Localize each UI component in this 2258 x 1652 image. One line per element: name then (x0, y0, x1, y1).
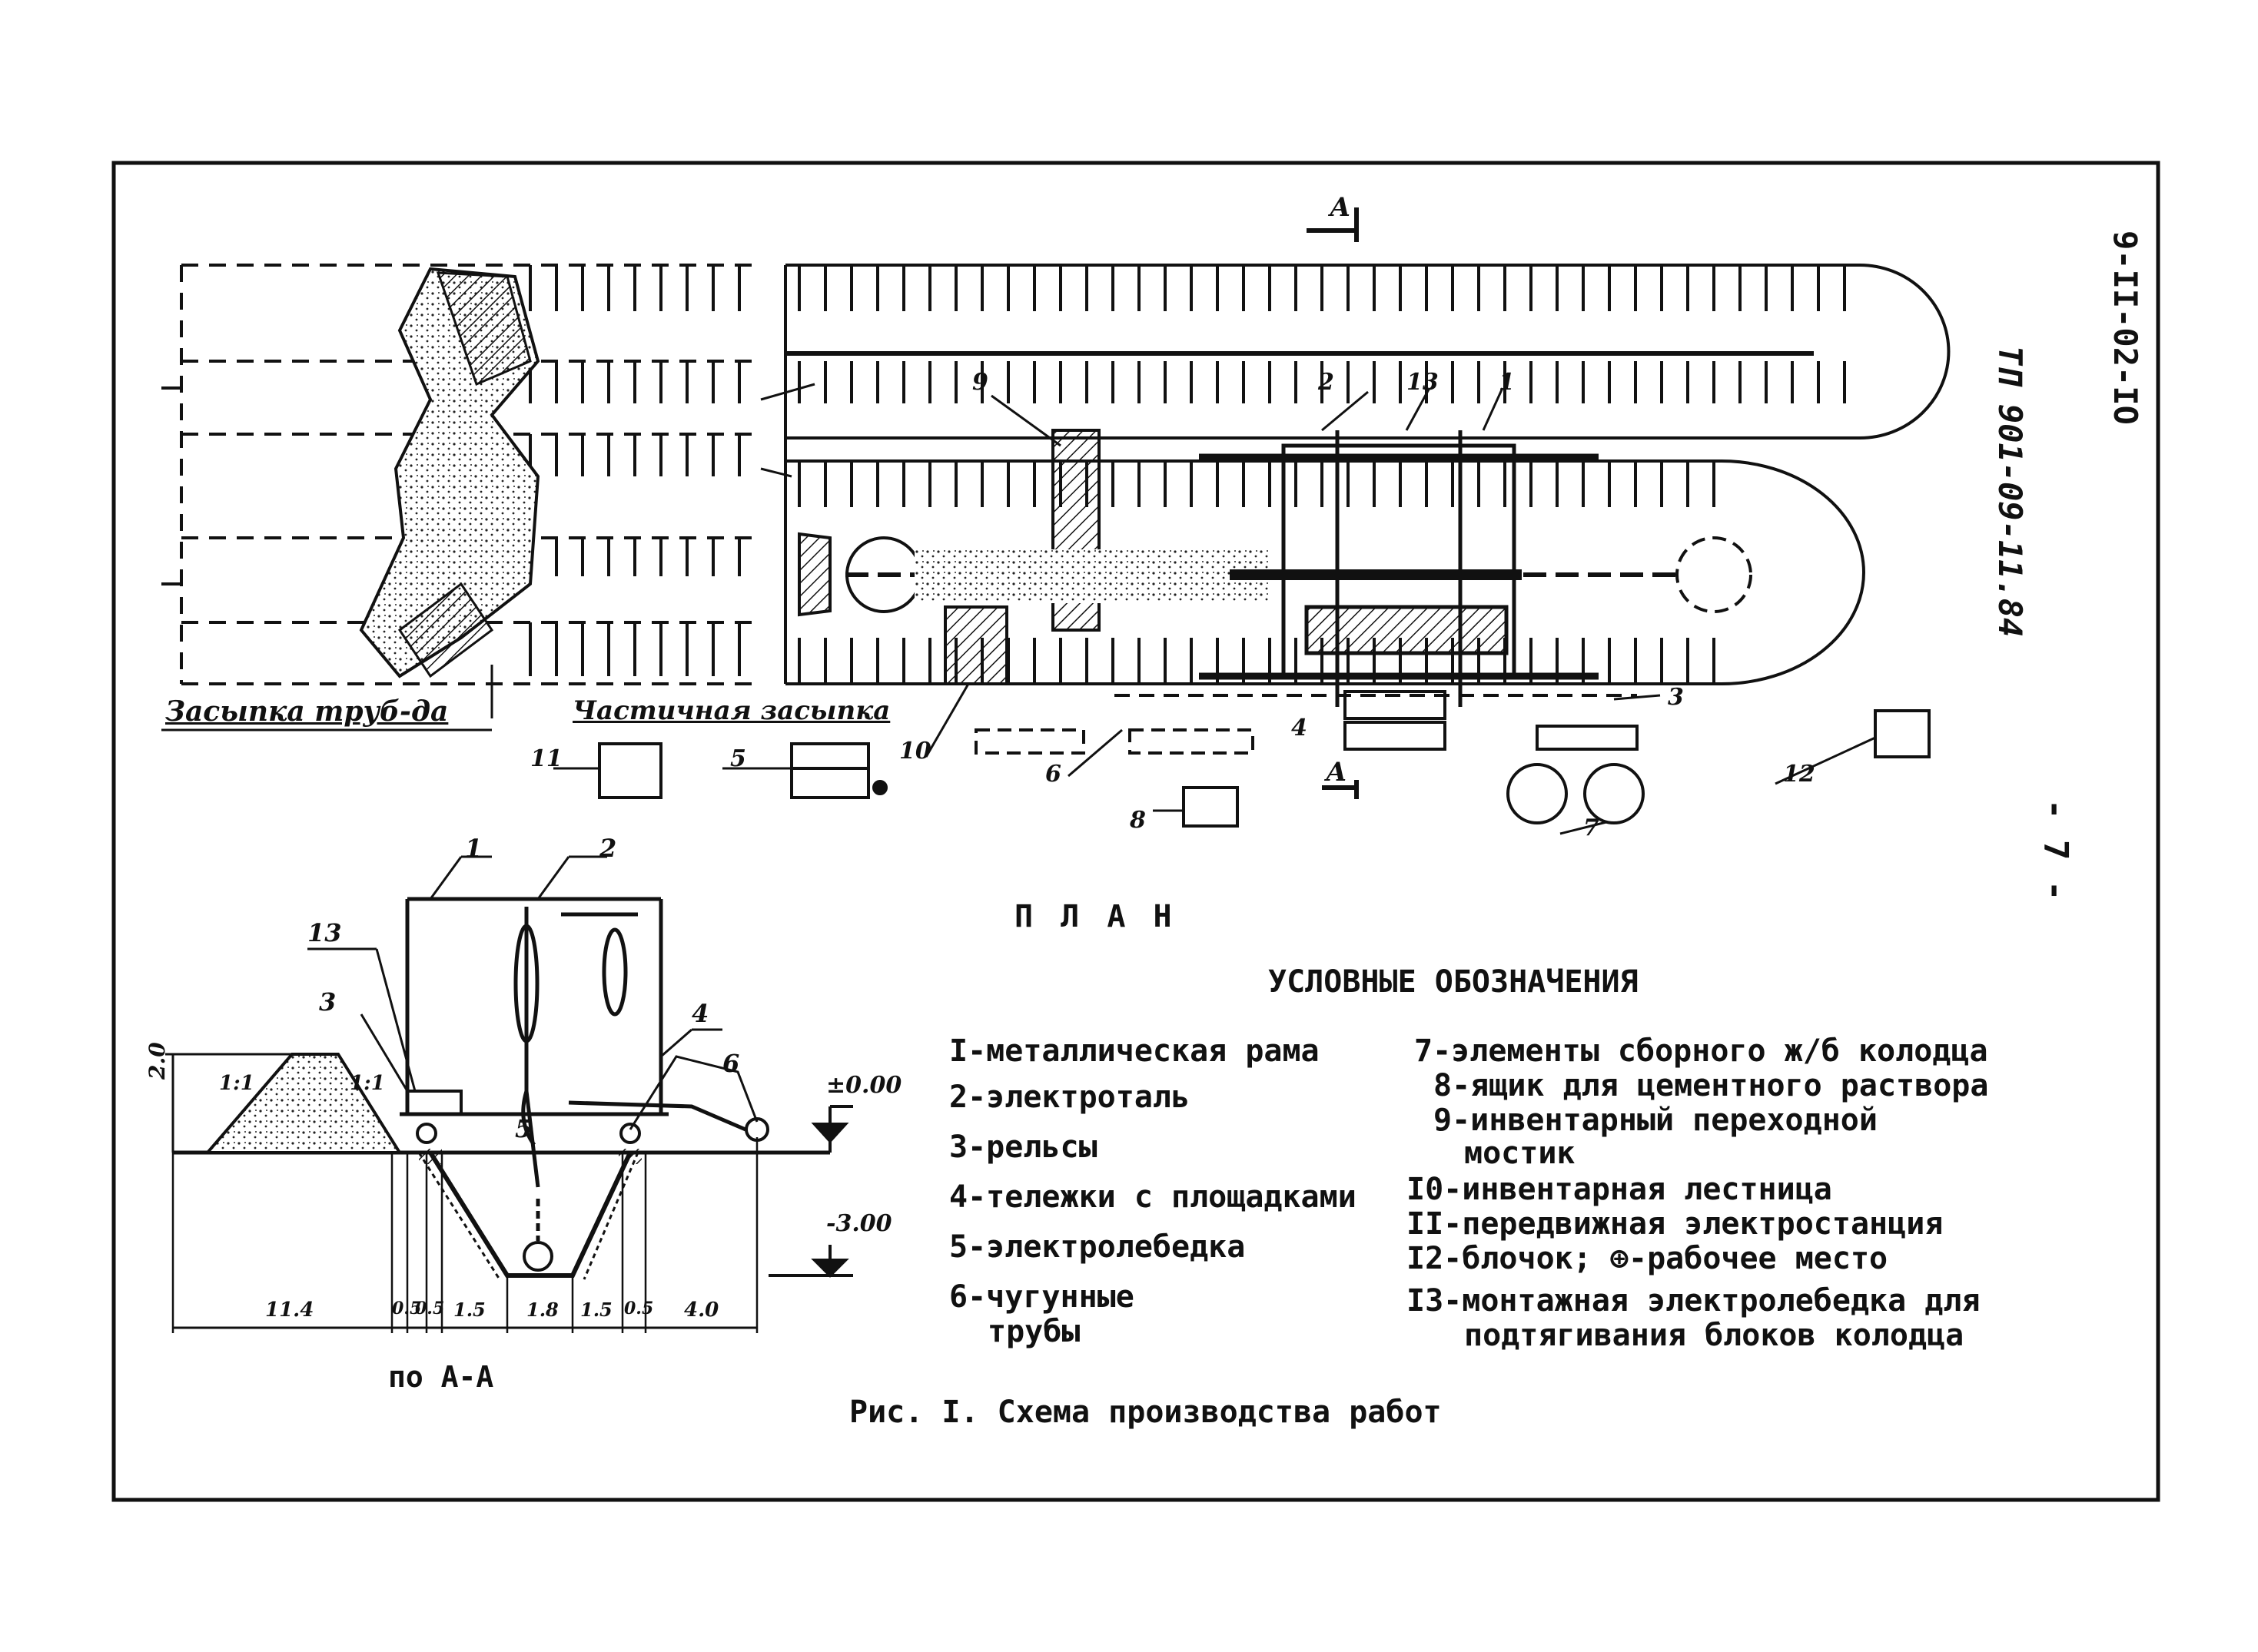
document-code: ТП 901-09-11.84 (1991, 346, 2029, 638)
plan-callout-4: 4 (1291, 715, 1307, 741)
sand-strip (915, 549, 1268, 603)
plan-callout-8: 8 (1130, 807, 1146, 834)
section-callout-3: 3 (319, 987, 337, 1017)
dim-0-5-b: 0.5 (415, 1299, 445, 1319)
item-11-box (598, 742, 662, 799)
metal-frame-plan (1199, 430, 1599, 707)
dim-1-5-b: 1.5 (580, 1299, 613, 1321)
item-5-box (790, 742, 870, 799)
legend-right-8: I3-монтажная электролебедка для (1406, 1283, 1981, 1319)
bridge-hatched-2 (944, 605, 1008, 685)
well-ring-2 (1583, 763, 1645, 824)
dim-1-8: 1.8 (526, 1299, 559, 1321)
legend-right-5: I0-инвентарная лестница (1406, 1172, 1832, 1207)
legend-title: УСЛОВНЫЕ ОБОЗНАЧЕНИЯ (1268, 964, 1639, 1000)
trench-wall-blocks-right (798, 265, 1846, 684)
section-callout-2: 2 (599, 834, 617, 863)
section-level-top: ±0.00 (826, 1072, 902, 1099)
section-markers (1307, 207, 1359, 799)
section-level-bottom: -3.00 (826, 1210, 892, 1237)
cast-iron-pipes (975, 728, 1254, 755)
plan-callout-1: 1 (1499, 369, 1515, 396)
legend-right-9: подтягивания блоков колодца (1464, 1318, 1964, 1353)
legend-right-4: мостик (1464, 1136, 1576, 1171)
plan-view (161, 207, 1951, 835)
existing-trench (180, 264, 753, 685)
plan-callout-3: 3 (1668, 684, 1684, 711)
legend-right-3: 9-инвентарный переходной (1433, 1103, 1878, 1138)
dim-1-5-a: 1.5 (453, 1299, 486, 1321)
backfill-hatch-top (436, 271, 532, 386)
plan-callout-12: 12 (1783, 761, 1815, 788)
pipe-section (523, 1241, 553, 1272)
legend-left-6: 6-чугунные (949, 1279, 1134, 1315)
section-title: по А-А (388, 1360, 494, 1394)
leader-lines (490, 383, 1876, 835)
section-marker-bottom: А (1326, 757, 1347, 788)
plan-callout-6: 6 (1045, 761, 1061, 788)
well-left-flange (798, 532, 832, 617)
cart-1 (1343, 690, 1446, 720)
legend-left-3: 3-рельсы (949, 1130, 1097, 1165)
item-12-box (1874, 709, 1931, 758)
section-callout-4: 4 (692, 999, 709, 1028)
spoil-heap (204, 1053, 403, 1154)
trench-wall-blocks-left (529, 265, 741, 676)
legend-left-2: 2-электроталь (949, 1080, 1190, 1115)
figure-caption: Рис. I. Схема производства работ (849, 1395, 1442, 1430)
section-callout-13: 13 (307, 918, 342, 947)
plan-callout-2: 2 (1318, 369, 1334, 396)
item-8-box (1182, 786, 1239, 828)
section-slope-right: 1:1 (350, 1072, 385, 1095)
dim-4-0: 4.0 (684, 1299, 719, 1322)
plan-callout-11: 11 (530, 745, 563, 772)
dim-11-4: 11.4 (265, 1299, 314, 1322)
section-height-label: 2.0 (144, 1042, 170, 1080)
legend-left-5: 5-электролебедка (949, 1229, 1246, 1265)
section-view (165, 855, 853, 1333)
cart-2 (1343, 721, 1446, 751)
plan-callout-7: 7 (1583, 814, 1599, 841)
cart-3 (1536, 725, 1639, 751)
plan-title: П Л А Н (1014, 899, 1177, 934)
section-callout-5: 5 (515, 1114, 533, 1143)
legend-left-1: I-металлическая рама (949, 1033, 1320, 1069)
plan-callout-13: 13 (1406, 369, 1439, 396)
note-partial-backfill: Частичная засыпка (573, 695, 891, 726)
legend-right-1: 7-элементы сборного ж/б колодца (1414, 1033, 1988, 1069)
dim-0-5-a: 0.5 (392, 1299, 422, 1319)
page-number: - 7 - (2036, 799, 2075, 901)
cart-section-left (406, 1090, 463, 1116)
legend-right-6: II-передвижная электростанция (1406, 1206, 1944, 1242)
sheet-frame (111, 161, 2160, 1502)
document-number: 9-II-02-IO (2107, 231, 2144, 425)
dim-0-5-c: 0.5 (624, 1299, 654, 1319)
section-slope-left: 1:1 (219, 1072, 254, 1095)
trench-section (428, 1151, 633, 1278)
plan-callout-5: 5 (730, 745, 746, 772)
section-callout-1: 1 (465, 834, 483, 863)
legend-right-7: I2-блочок; ⊕-рабочее место (1406, 1241, 1888, 1276)
legend-left-4: 4-тележки с площадками (949, 1179, 1356, 1215)
section-marker-top: А (1330, 192, 1351, 223)
backfill-hatch-bottom (397, 582, 494, 678)
note-backfill: Засыпка труб-да (165, 695, 449, 728)
frame-section (400, 897, 669, 1241)
well-right (1675, 536, 1752, 613)
plan-callout-10: 10 (899, 738, 931, 765)
legend-right-2: 8-ящик для цементного раствора (1433, 1068, 1989, 1103)
well-ring-1 (1506, 763, 1568, 824)
legend-left-7: трубы (988, 1314, 1081, 1349)
section-callout-6: 6 (722, 1049, 740, 1078)
plan-callout-9: 9 (972, 369, 988, 396)
